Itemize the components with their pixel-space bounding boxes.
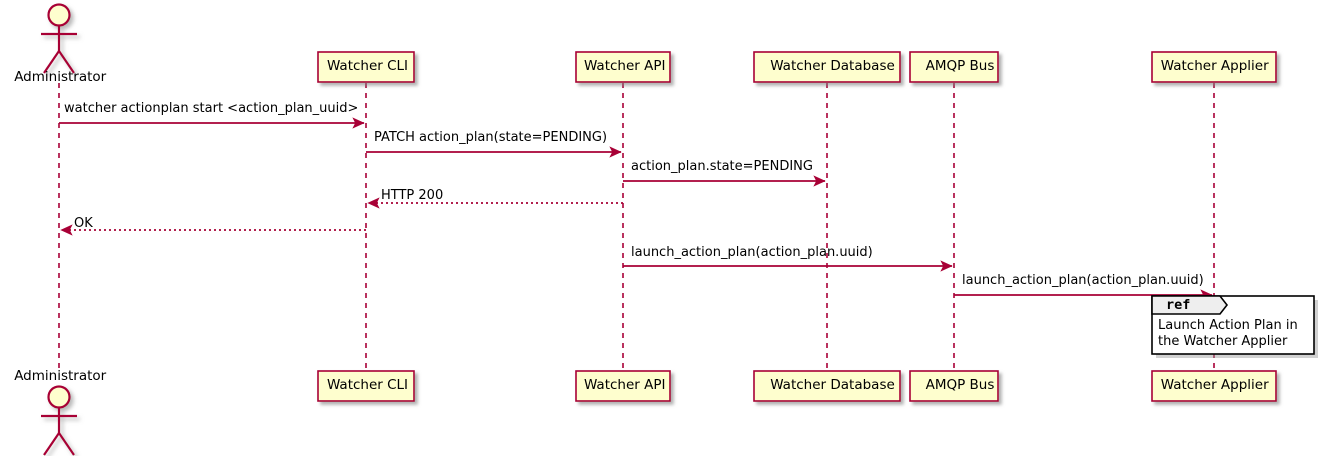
ref-tab — [1151, 295, 1229, 315]
message-label-1: watcher actionplan start <action_plan_uu… — [64, 101, 359, 116]
participant-box-api-bottom[interactable] — [575, 370, 671, 402]
message-label-7: launch_action_plan(action_plan.uuid) — [962, 273, 1204, 288]
message-label-6: launch_action_plan(action_plan.uuid) — [631, 245, 873, 260]
message-label-2: PATCH action_plan(state=PENDING) — [374, 130, 608, 145]
actor-head — [47, 385, 71, 409]
participant-label-applier-bottom: Watcher Applier — [1160, 377, 1269, 393]
actor-leg-left — [43, 50, 60, 74]
participant-label-api-bottom: Watcher API — [583, 377, 666, 393]
message-label-3: action_plan.state=PENDING — [631, 159, 813, 174]
participant-label-db-top: Watcher Database — [770, 58, 895, 74]
participant-label-amqp-top: AMQP Bus — [925, 58, 995, 74]
participant-label-cli-bottom: Watcher CLI — [326, 377, 409, 393]
participant-box-api-top[interactable] — [575, 51, 671, 83]
participant-box-amqp-bottom[interactable] — [909, 370, 999, 402]
actors-group — [41, 3, 77, 456]
participant-box-cli-bottom[interactable] — [317, 370, 415, 402]
message-arrowhead-6 — [940, 260, 953, 272]
lifelines-group — [58, 83, 1215, 370]
actor-leg-left — [43, 432, 60, 456]
message-label-4: HTTP 200 — [381, 188, 444, 203]
participant-box-applier-bottom[interactable] — [1151, 370, 1277, 402]
participant-box-cli-top[interactable] — [317, 51, 415, 83]
participant-label-api-top: Watcher API — [583, 58, 666, 74]
participant-box-amqp-top[interactable] — [909, 51, 999, 83]
participant-label-cli-top: Watcher CLI — [326, 58, 409, 74]
messages-group — [59, 117, 1213, 301]
message-arrowhead-1 — [352, 117, 365, 129]
participant-boxes-group — [317, 51, 1277, 402]
participant-box-db-bottom[interactable] — [753, 370, 901, 402]
participant-label-applier-top: Watcher Applier — [1160, 58, 1269, 74]
actor-figure-top[interactable] — [41, 3, 77, 74]
actor-label-top: Administrator — [14, 69, 107, 85]
ref-fragment[interactable] — [1151, 295, 1318, 358]
message-arrowhead-2 — [609, 146, 622, 158]
message-arrowhead-4 — [367, 197, 380, 209]
participant-box-db-top[interactable] — [753, 51, 901, 83]
actor-leg-right — [58, 50, 75, 74]
participant-label-amqp-bottom: AMQP Bus — [925, 377, 995, 393]
participant-label-db-bottom: Watcher Database — [770, 377, 895, 393]
actor-figure-bottom[interactable] — [41, 385, 77, 456]
message-arrowhead-3 — [813, 175, 826, 187]
participant-box-applier-top[interactable] — [1151, 51, 1277, 83]
ref-keyword-label: ref — [1166, 297, 1191, 313]
ref-fragment-group — [1151, 295, 1318, 358]
actor-head — [47, 3, 71, 27]
message-arrowhead-5 — [60, 224, 73, 236]
actor-leg-right — [58, 432, 75, 456]
ref-body-text: Launch Action Plan in the Watcher Applie… — [1158, 318, 1298, 349]
message-label-5: OK — [74, 216, 93, 231]
actor-label-bottom: Administrator — [14, 368, 107, 384]
